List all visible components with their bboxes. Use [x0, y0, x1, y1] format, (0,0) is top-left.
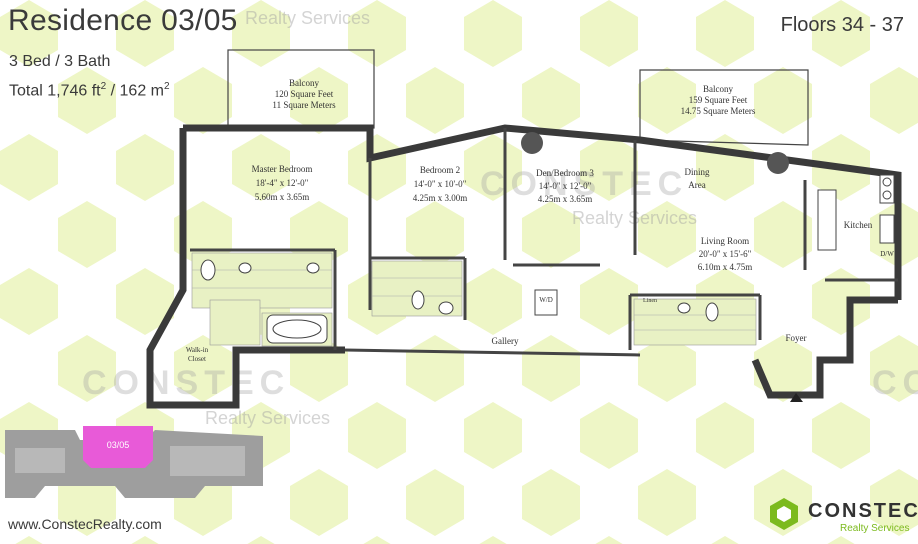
svg-text:4.25m x 3.00m: 4.25m x 3.00m — [413, 193, 468, 203]
watermark-name: CONSTEC — [872, 364, 918, 402]
svg-text:18'-4" x 12'-0": 18'-4" x 12'-0" — [256, 178, 309, 188]
living-room-label: Living Room — [701, 236, 749, 246]
svg-text:5.60m x 3.65m: 5.60m x 3.65m — [255, 192, 310, 202]
entry-arrow-icon — [790, 393, 803, 402]
dishwasher-label: D/W — [880, 250, 894, 258]
key-plan: 03/05 — [5, 426, 263, 498]
beds-baths: 3 Bed / 3 Bath — [9, 53, 111, 70]
page-title: Residence 03/05 — [8, 4, 238, 37]
watermark-services: Realty Services — [205, 408, 331, 428]
east-wall — [751, 296, 898, 399]
balcony-right-label: Balcony — [703, 84, 733, 94]
svg-text:14'-0" x 10'-0": 14'-0" x 10'-0" — [414, 179, 467, 189]
watermark-services: Realty Services — [245, 8, 371, 28]
svg-text:20'-0" x 15'-6": 20'-0" x 15'-6" — [699, 249, 752, 259]
logo-name: CONSTEC — [808, 500, 918, 522]
den-bedroom-3-label: Den/Bedroom 3 — [536, 168, 594, 178]
washer-dryer-label: W/D — [539, 296, 553, 304]
gallery-label: Gallery — [492, 336, 519, 346]
floors-range: Floors 34 - 37 — [780, 14, 904, 36]
logo-subtitle: Realty Services — [840, 523, 910, 534]
svg-text:Closet: Closet — [188, 355, 206, 363]
bedroom-2-label: Bedroom 2 — [420, 165, 460, 175]
svg-text:159 Square Feet: 159 Square Feet — [689, 95, 748, 105]
constec-logo-icon — [770, 498, 798, 530]
balcony-left-label: Balcony — [289, 78, 319, 88]
svg-text:11 Square Meters: 11 Square Meters — [272, 100, 336, 110]
walkin-closet-label: Walk-in — [186, 346, 209, 354]
west-wall — [146, 128, 345, 409]
svg-text:Area: Area — [688, 180, 706, 190]
watermark-name: CONSTEC — [82, 364, 291, 402]
svg-text:14'-0" x 12'-0": 14'-0" x 12'-0" — [539, 181, 592, 191]
svg-text:6.10m x 4.75m: 6.10m x 4.75m — [698, 262, 753, 272]
svg-text:4.25m x 3.65m: 4.25m x 3.65m — [538, 194, 593, 204]
svg-text:120 Square Feet: 120 Square Feet — [275, 89, 334, 99]
balcony-right-outline — [639, 69, 809, 146]
linen-label: Linen — [643, 298, 657, 304]
total-area: Total 1,746 ft2 / 162 m2 — [9, 81, 170, 100]
website-link[interactable]: www.ConstecRealty.com — [8, 516, 162, 532]
kitchen-label: Kitchen — [844, 220, 873, 230]
svg-text:14.75 Square Meters: 14.75 Square Meters — [681, 106, 756, 116]
unit-number: 03/05 — [107, 440, 130, 450]
foyer-label: Foyer — [786, 333, 807, 343]
dining-label: Dining — [684, 167, 710, 177]
master-bedroom-label: Master Bedroom — [252, 164, 313, 174]
unit-highlight — [83, 426, 153, 468]
watermark-name: CONSTEC — [480, 165, 689, 203]
